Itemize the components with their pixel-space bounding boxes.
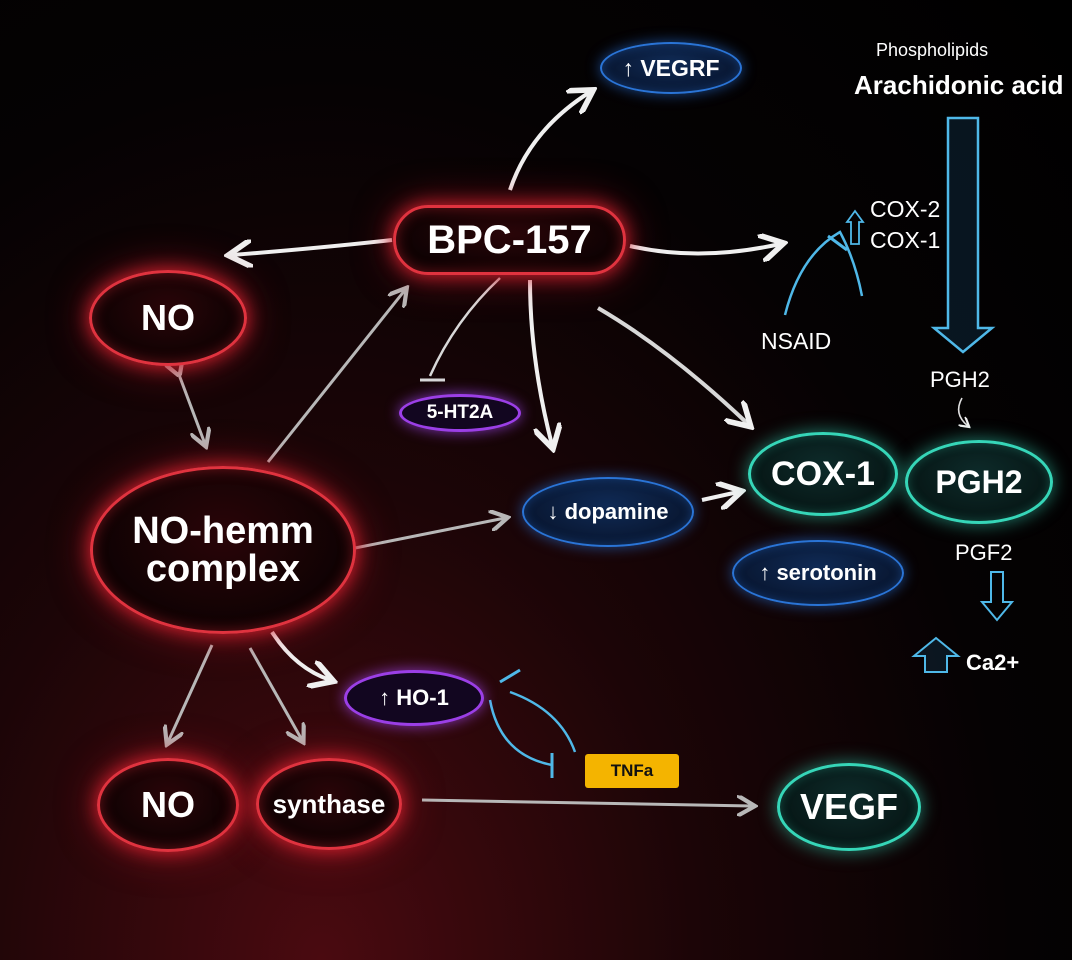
nsaid-label: NSAID [761,328,832,354]
ho-1-node: ↑ HO-1 [344,670,484,726]
inhibit-bar-ho1-top [499,668,521,684]
arrow-bpc-to-cox [629,244,780,254]
vegrf-node: ↑ VEGRF [600,42,742,94]
arrow-nohemm-to-dopamine [354,518,505,550]
arrow-arachidonic-to-pgh2 [930,116,996,354]
ca2-label: Ca2+ [966,650,1020,675]
complex-label: complex [145,548,301,590]
arrow-bpc-to-cox1 [596,306,748,424]
serotonin-label: ↑ serotonin [759,560,877,585]
phospholipids-label: Phospholipids [876,40,989,60]
cox-1-small-label: COX-1 [870,227,941,253]
arrow-pgh2-small [957,397,968,426]
arachidonic-acid-label: Arachidonic acid [854,70,1064,100]
no-node-top: NO [89,270,247,366]
arrow-bpc-to-dopamine [528,279,552,445]
5-ht2a-label: 5-HT2A [426,402,494,423]
tnfa-badge: TNFa [585,754,679,788]
arrow-nohemm-to-ho1 [270,630,330,680]
cox-1-label: COX-1 [771,454,875,493]
arrow-nohemm-to-synthase [248,647,302,740]
vegrf-label: ↑ VEGRF [622,54,720,81]
ca2-up-arrow-icon [911,636,961,673]
inhibit-curve-ho1-bottom [488,699,553,767]
inhibit-bar-nsaid [827,234,848,252]
serotonin-node: ↑ serotonin [732,540,904,606]
inhibit-bpc-to-5ht2a [428,277,501,377]
arrow-bpc-to-no [232,238,393,255]
synthase-label: synthase [272,788,386,819]
pgf2-label: PGF2 [955,540,1013,565]
arrow-nohemm-to-bpc [266,290,405,463]
arrow-bpc-to-vegrf [508,92,590,191]
pgf2-down-arrow-icon [979,571,1015,622]
synthase-node: synthase [256,758,402,850]
ho-1-label: ↑ HO-1 [379,685,449,710]
dopamine-label: ↓ dopamine [547,499,669,524]
pgh2-node: PGH2 [905,440,1053,524]
pgh2-small-label: PGH2 [930,367,990,392]
arrow-synthase-to-vegf [421,800,752,806]
dopamine-node: ↓ dopamine [522,477,694,547]
arrow-dopamine-to-cox1 [701,492,738,500]
bpc-157-label: BPC-157 [427,217,592,262]
cox-up-arrow-icon [845,209,865,245]
no-top-label: NO [141,297,195,338]
no-node-bottom: NO [97,758,239,852]
arrow-nohemm-to-no-bottom [168,644,214,742]
inhibit-nsaid [783,230,864,316]
pgh2-label: PGH2 [935,463,1023,500]
bpc-157-node: BPC-157 [393,205,626,275]
tnfa-label: TNFa [610,761,654,780]
inhibit-curve-ho1-top [509,690,577,753]
cox-1-node: COX-1 [748,432,898,516]
5-ht2a-node: 5-HT2A [399,394,521,432]
vegf-node: VEGF [777,763,921,851]
no-bottom-label: NO [141,784,195,825]
no-hemm-complex-node: NO-hemm complex [90,466,356,634]
no-hemm-label: NO-hemm [132,510,314,552]
arrow-no-nohemm [178,372,205,444]
cox-2-label: COX-2 [870,196,941,222]
vegf-label: VEGF [799,786,898,827]
